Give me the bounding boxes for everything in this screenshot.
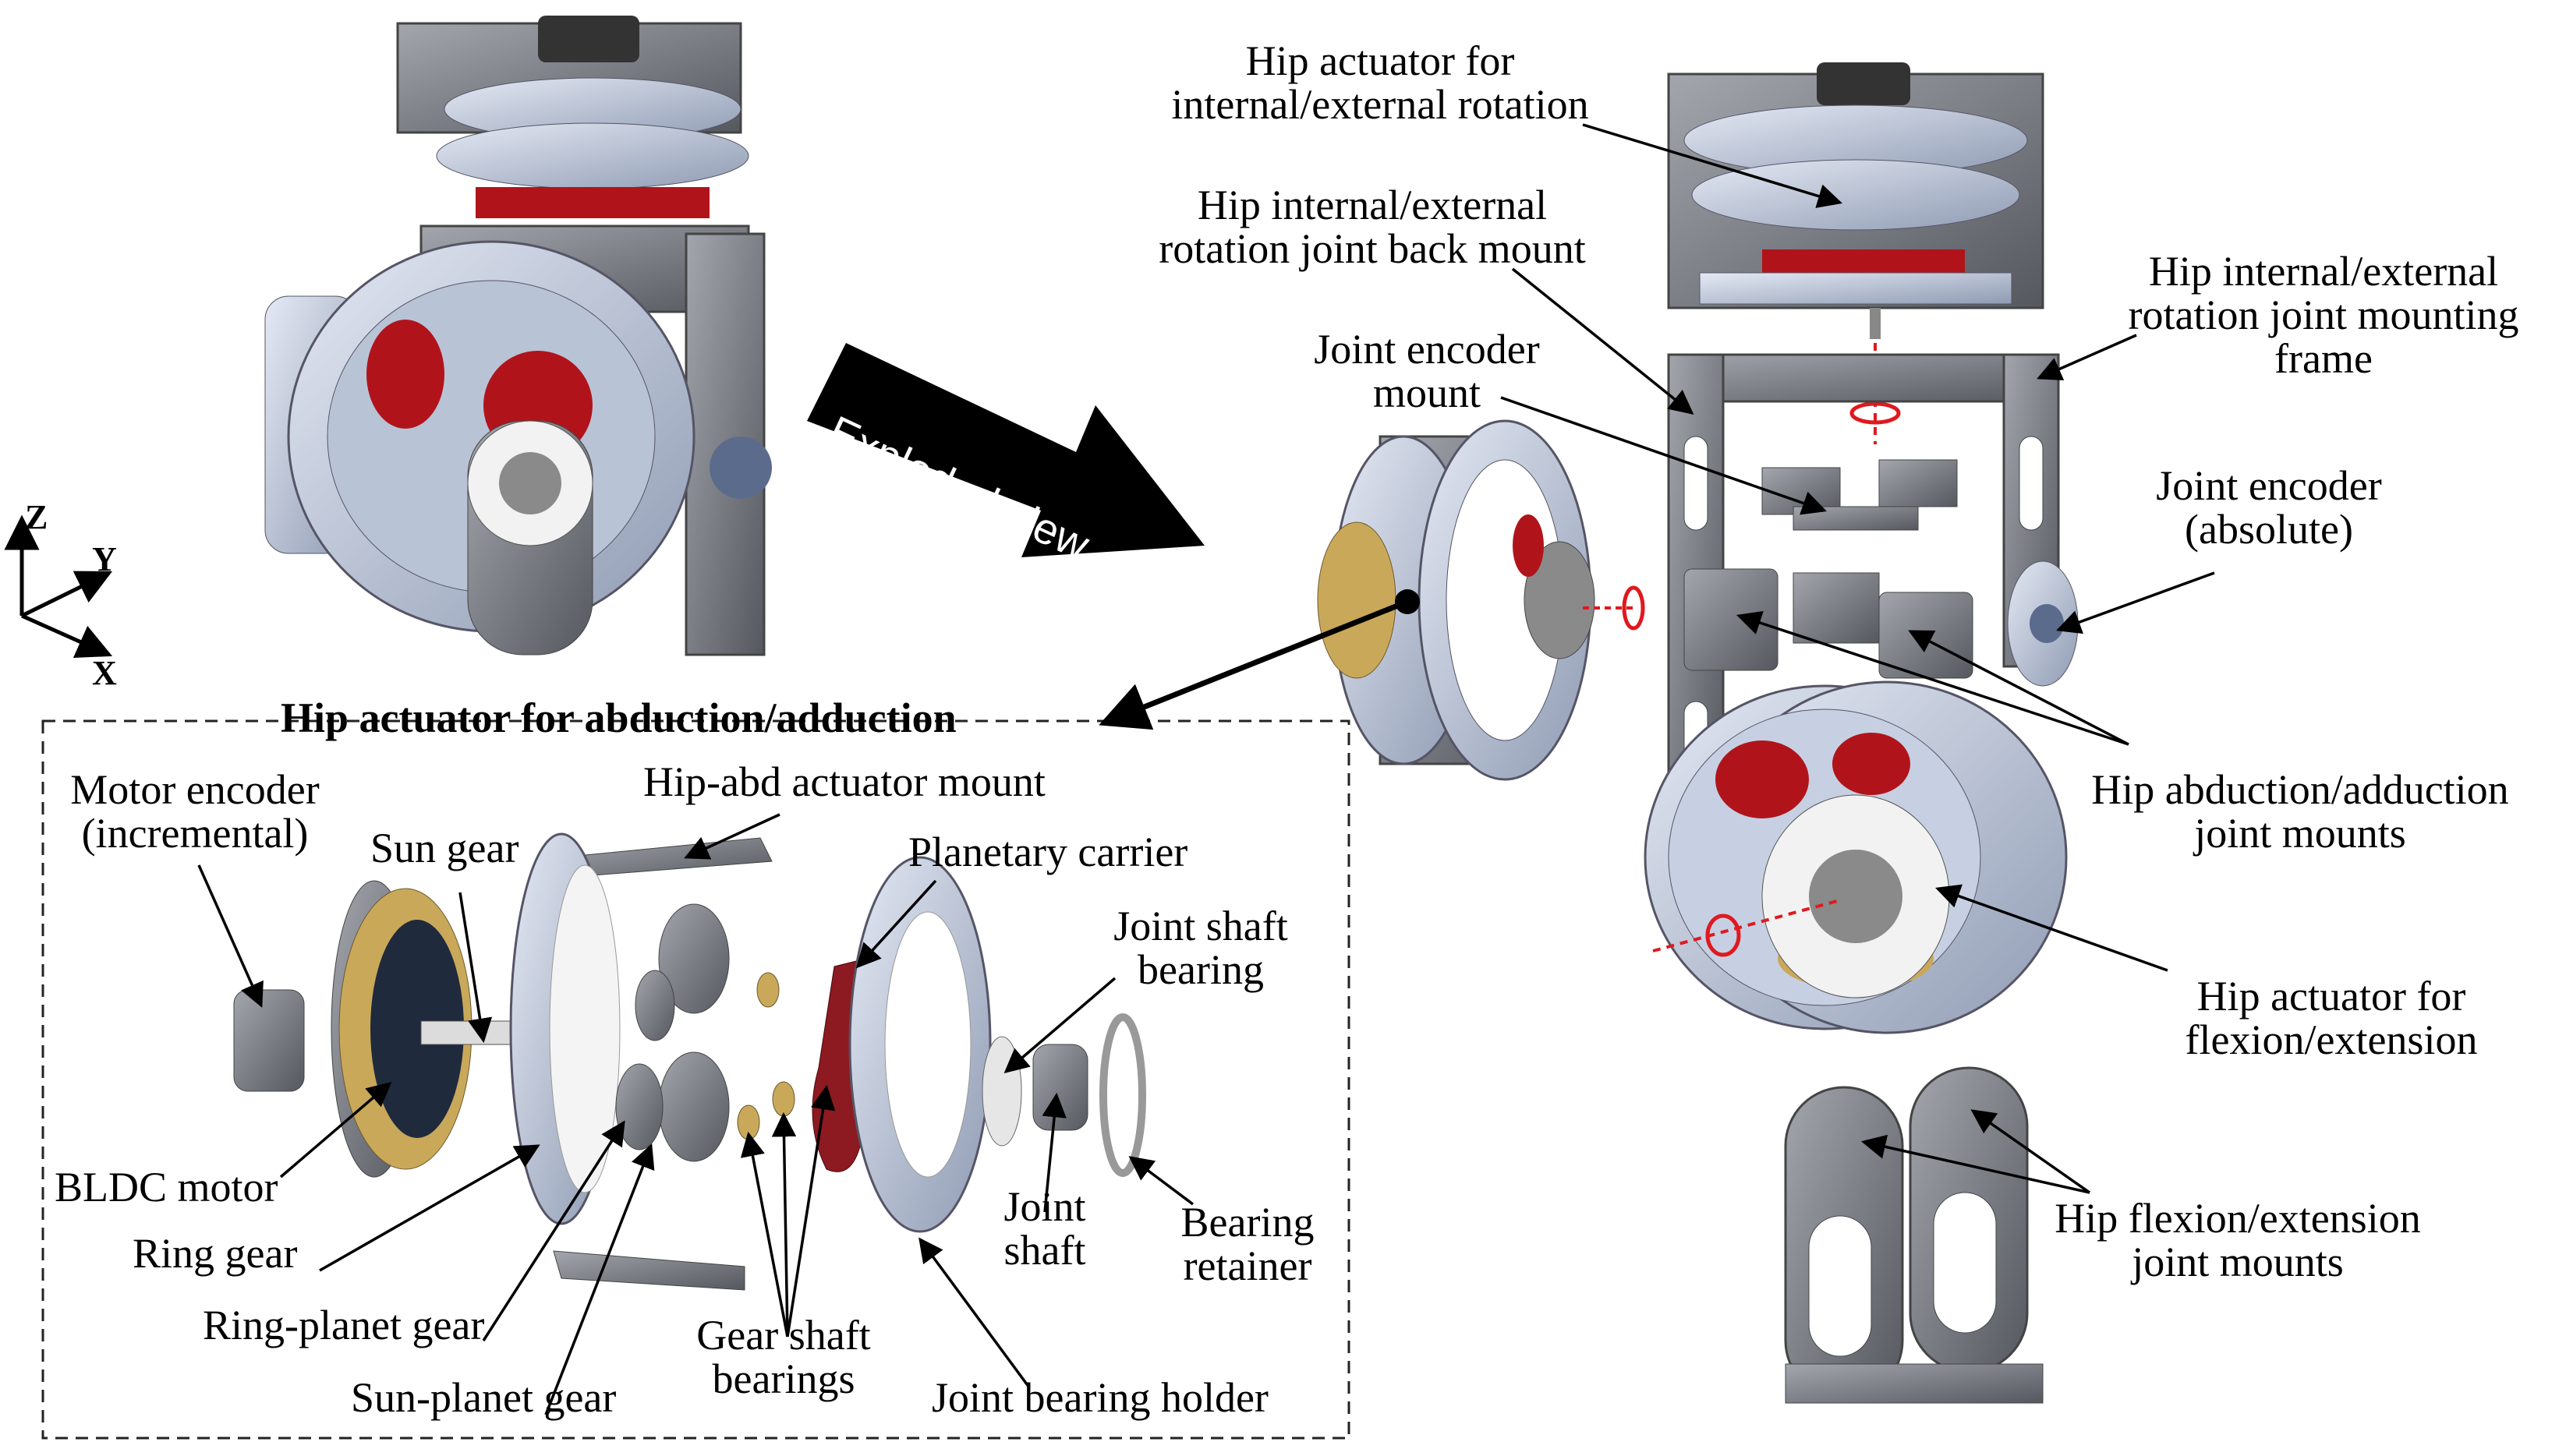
- label-sun-planet-gear: Sun-planet gear: [351, 1374, 617, 1421]
- label-planetary-carrier: Planetary carrier: [908, 829, 1188, 875]
- leader-lines: [197, 123, 2215, 1415]
- joint-encoder-mount-part: [1761, 459, 1958, 531]
- inset-dashed-frame: [41, 719, 1350, 1440]
- axis-y-label: Y: [92, 540, 117, 578]
- label-actuator-mount: Hip-abd actuator mount: [643, 758, 1046, 805]
- label-bldc-motor: BLDC motor: [55, 1164, 278, 1210]
- label-ring-gear: Ring gear: [133, 1230, 298, 1277]
- abduction-actuator-exploded: [1317, 419, 1645, 781]
- int-ext-rotation-actuator: [1667, 62, 2044, 444]
- flexion-mount-parts: [1784, 1066, 2044, 1404]
- flexion-actuator-part: [1644, 680, 2068, 1034]
- inset-title: Hip actuator for abduction/adduction: [281, 694, 957, 741]
- abduction-mount-parts: [1683, 560, 2079, 687]
- label-joint-bearing-holder: Joint bearing holder: [932, 1374, 1269, 1421]
- assembled-hip-actuator: [264, 16, 772, 656]
- axis-x-label: X: [92, 654, 117, 692]
- inset-parts: [233, 832, 1146, 1291]
- label-joint-encoder-absolute: Joint encoder(absolute): [2156, 462, 2382, 553]
- label-ring-planet-gear: Ring-planet gear: [203, 1302, 485, 1348]
- label-motor-encoder: Motor encoder(incremental): [70, 766, 320, 857]
- axis-z-label: Z: [25, 498, 48, 536]
- coordinate-axes: [4, 514, 113, 659]
- label-sun-gear: Sun gear: [370, 825, 519, 871]
- exploded-view-banner-arrow: [807, 343, 1205, 557]
